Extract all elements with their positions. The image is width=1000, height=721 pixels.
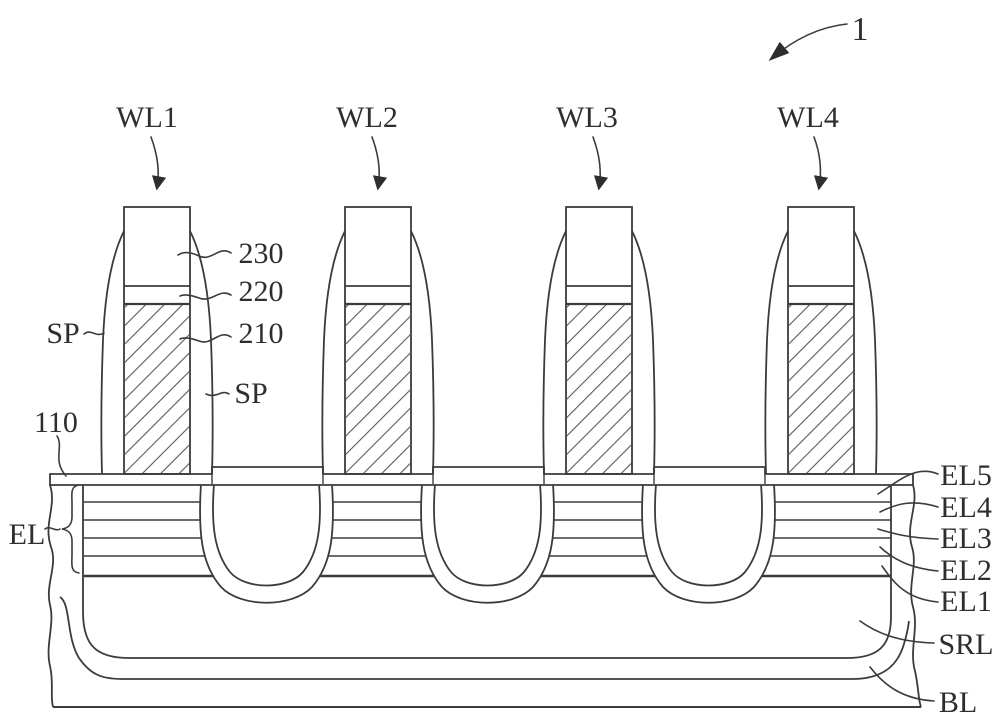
leader-lines xyxy=(44,23,939,702)
label-el5: EL5 xyxy=(940,459,992,492)
strip-segment-edges xyxy=(211,474,766,484)
figure-reference-number: 1 xyxy=(852,11,869,48)
wl2-arrow xyxy=(371,136,388,191)
trench-3 xyxy=(641,483,776,604)
trench-1 xyxy=(199,483,334,604)
label-110: 110 xyxy=(34,406,78,439)
leader-110 xyxy=(56,435,67,477)
gate-structure-wl3 xyxy=(542,205,656,476)
label-sp-left: SP xyxy=(46,317,79,350)
leader-el xyxy=(44,526,61,531)
label-230: 230 xyxy=(239,237,284,270)
wl3-arrow xyxy=(592,136,609,191)
label-wl4: WL4 xyxy=(777,101,839,134)
leader-sp-left xyxy=(83,331,105,336)
leader-220 xyxy=(179,292,232,300)
label-220: 220 xyxy=(239,275,284,308)
srl-boundary xyxy=(82,485,892,659)
leader-el1 xyxy=(881,565,939,603)
label-sp-right: SP xyxy=(234,377,267,410)
label-210: 210 xyxy=(239,317,284,350)
label-el: EL xyxy=(9,518,46,551)
label-el4: EL4 xyxy=(940,491,992,524)
leader-210 xyxy=(179,334,232,343)
leader-el3 xyxy=(877,528,939,540)
label-el1: EL1 xyxy=(940,585,992,618)
right-break-edge xyxy=(909,484,922,708)
leader-srl xyxy=(859,620,935,644)
leader-el2 xyxy=(879,546,939,572)
label-wl1: WL1 xyxy=(116,101,178,134)
leader-el4 xyxy=(879,502,939,513)
leader-el5 xyxy=(877,470,939,495)
wl4-arrow xyxy=(813,136,829,191)
left-break-edge xyxy=(47,484,55,708)
label-srl: SRL xyxy=(938,628,993,661)
wl1-arrow xyxy=(150,136,167,191)
trench-2 xyxy=(420,483,555,604)
leader-sp-right xyxy=(205,391,230,397)
leader-230 xyxy=(177,250,232,259)
bl-top-boundary xyxy=(59,596,910,680)
leader-bl xyxy=(869,666,935,702)
label-el3: EL3 xyxy=(940,522,992,555)
gate-structure-wl2 xyxy=(321,205,435,476)
label-wl3: WL3 xyxy=(556,101,618,134)
el-brace xyxy=(61,484,80,574)
label-wl2: WL2 xyxy=(336,101,398,134)
label-el2: EL2 xyxy=(940,554,992,587)
label-bl: BL xyxy=(939,686,977,719)
reference-1-arrow xyxy=(768,23,848,62)
labels: 1 WL1 WL2 WL3 WL4 230 220 210 SP SP 110 … xyxy=(9,11,994,719)
gate-structure-wl4 xyxy=(764,205,878,476)
